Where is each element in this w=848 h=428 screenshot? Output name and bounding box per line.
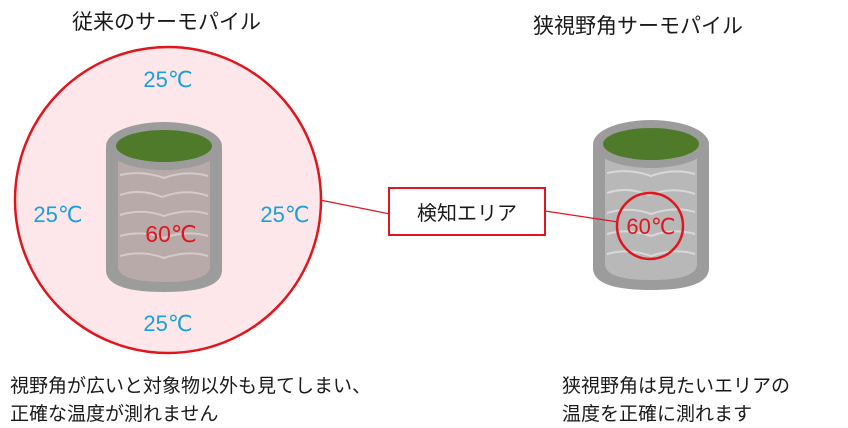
object-temp-left: 60℃ [145, 221, 196, 247]
ambient-temp-left: 25℃ [33, 202, 82, 227]
left-caption-line1: 視野角が広いと対象物以外も見てしまい、 [10, 375, 372, 397]
right-caption: 狭視野角は見たいエリアの 温度を正確に測れます [562, 372, 842, 428]
left-cup [106, 122, 222, 292]
left-title: 従来のサーモパイル [72, 10, 261, 34]
callout-leader-left [319, 199, 391, 215]
detection-area-label: 検知エリア [417, 201, 517, 225]
callout-leader-right [544, 210, 619, 223]
ambient-temp-top: 25℃ [143, 67, 192, 92]
left-caption-line2: 正確な温度が測れません [10, 403, 219, 425]
left-caption: 視野角が広いと対象物以外も見てしまい、 正確な温度が測れません [10, 372, 430, 428]
ambient-temp-right: 25℃ [260, 202, 309, 227]
right-title: 狭視野角サーモパイル [533, 14, 743, 38]
right-caption-line1: 狭視野角は見たいエリアの [562, 375, 791, 397]
ambient-temp-bottom: 25℃ [143, 311, 192, 336]
right-caption-line2: 温度を正確に測れます [562, 403, 753, 425]
narrow-detection-area [615, 191, 685, 261]
object-temp-right: 60℃ [626, 214, 675, 239]
detection-area-callout-box [388, 187, 546, 236]
right-cup [593, 120, 709, 290]
